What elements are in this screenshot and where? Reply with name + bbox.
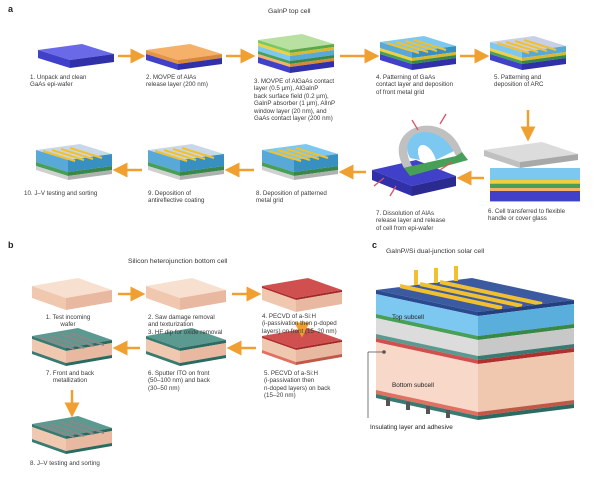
panel-a-letter: a — [8, 4, 14, 14]
bottom-subcell-label: Bottom subcell — [392, 382, 434, 389]
wafer-step-6 — [484, 142, 580, 202]
wafer-step-2 — [146, 44, 222, 70]
wafer-step-10 — [36, 144, 112, 180]
si-wafer-step-6 — [146, 328, 226, 366]
step-caption-b4: 4. PECVD of a-Si:H(i-passivation then p-… — [262, 313, 337, 335]
si-wafer-step-1 — [32, 278, 112, 310]
wafer-step-4 — [380, 36, 456, 70]
si-wafer-step-8 — [32, 416, 112, 454]
top-subcell-label: Top subcell — [392, 314, 424, 321]
step-caption-b8: 8. J–V testing and sorting — [30, 460, 100, 467]
wafer-step-7-peel — [372, 113, 468, 197]
insulating-layer-callout: Insulating layer and adhesive — [370, 424, 453, 431]
panel-c-letter: c — [372, 240, 378, 250]
si-wafer-step-7 — [32, 328, 112, 366]
panel-b-letter: b — [8, 240, 14, 250]
step-caption-a10: 10. J–V testing and sorting — [24, 190, 98, 197]
wafer-step-5 — [490, 36, 566, 70]
dual-junction-cell — [376, 266, 574, 420]
wafer-step-9 — [148, 144, 224, 180]
si-wafer-step-5 — [262, 328, 342, 365]
panel-a-title: GaInP top cell — [268, 8, 311, 15]
flow-arrows-b — [64, 286, 310, 418]
flow-arrows-a-bottom — [112, 162, 484, 186]
si-wafer-step-4 — [262, 278, 342, 312]
wafer-step-1 — [38, 44, 114, 68]
panel-c-title: GaInP//Si dual-junction solar cell — [386, 248, 485, 255]
si-wafer-step-2 — [146, 278, 226, 310]
flow-arrows-a-top — [118, 48, 536, 142]
step-caption-b5: 5. PECVD of a-Si:H(i-passivation then n-… — [264, 370, 331, 400]
panel-b-title: Silicon heterojunction bottom cell — [128, 258, 228, 265]
wafer-step-8 — [262, 144, 338, 180]
step-caption-b6: 6. Sputter ITO on front(50–100 nm) and b… — [148, 370, 210, 392]
wafer-step-3 — [258, 34, 334, 73]
